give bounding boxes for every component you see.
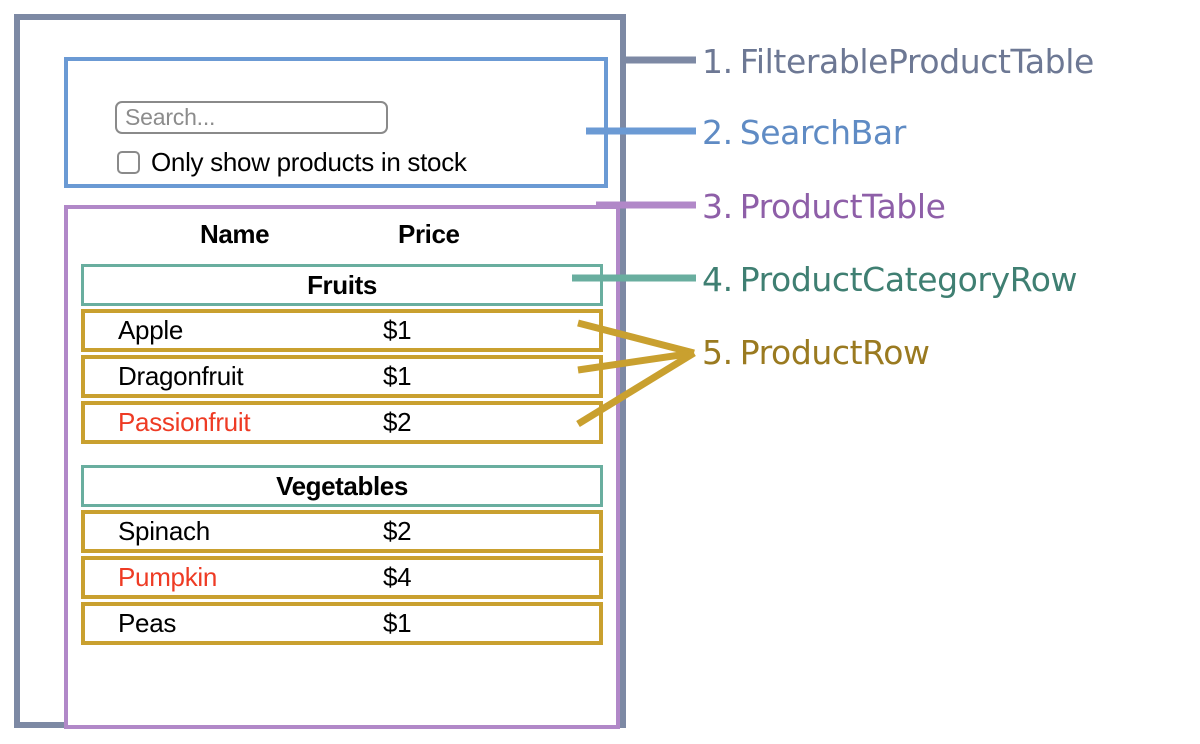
product-name: Passionfruit <box>118 406 251 437</box>
product-category-row: Vegetables <box>81 465 603 507</box>
legend-item-product-table: 3.ProductTable <box>702 187 946 226</box>
product-row: Spinach $2 <box>81 510 603 553</box>
product-name: Spinach <box>118 515 210 546</box>
product-price: $2 <box>383 406 412 437</box>
filterable-product-table-frame: Search... Only show products in stock Na… <box>14 14 626 729</box>
product-price: $4 <box>383 561 412 592</box>
product-name: Pumpkin <box>118 561 218 592</box>
product-price: $1 <box>383 314 412 345</box>
legend-number: 4. <box>702 260 733 299</box>
in-stock-checkbox-label: Only show products in stock <box>151 147 467 177</box>
product-row: Dragonfruit $1 <box>81 355 603 398</box>
legend-number: 2. <box>702 113 733 152</box>
category-gap <box>81 447 603 465</box>
in-stock-filter-row[interactable]: Only show products in stock <box>117 147 467 178</box>
product-price: $1 <box>383 360 412 391</box>
product-category-label: Fruits <box>307 269 377 300</box>
product-table-body: Fruits Apple $1 Dragonfruit $1 Passionfr… <box>81 264 603 648</box>
search-input-placeholder: Search... <box>125 104 216 130</box>
legend-label: SearchBar <box>739 113 907 152</box>
product-price: $2 <box>383 515 412 546</box>
product-table-frame: Name Price Fruits Apple $1 Dragonfruit $… <box>64 205 620 729</box>
search-bar-frame: Search... Only show products in stock <box>64 57 608 188</box>
product-row: Peas $1 <box>81 602 603 645</box>
legend-item-filterable-product-table: 1.FilterableProductTable <box>702 42 1094 81</box>
legend-label: ProductTable <box>739 187 946 226</box>
legend-item-product-category-row: 4.ProductCategoryRow <box>702 260 1078 299</box>
legend-label: ProductRow <box>739 333 930 372</box>
in-stock-checkbox[interactable] <box>117 151 140 174</box>
product-row: Pumpkin $4 <box>81 556 603 599</box>
legend-label: ProductCategoryRow <box>739 260 1078 299</box>
product-category-label: Vegetables <box>276 470 408 501</box>
product-name: Dragonfruit <box>118 360 244 391</box>
column-header-name: Name <box>200 219 270 249</box>
legend-item-product-row: 5.ProductRow <box>702 333 930 372</box>
legend-number: 1. <box>702 42 733 81</box>
product-name: Apple <box>118 314 183 345</box>
legend-number: 5. <box>702 333 733 372</box>
legend-item-search-bar: 2.SearchBar <box>702 113 906 152</box>
product-category-row: Fruits <box>81 264 603 306</box>
legend-number: 3. <box>702 187 733 226</box>
product-row: Passionfruit $2 <box>81 401 603 444</box>
legend-label: FilterableProductTable <box>739 42 1095 81</box>
product-table-header-row: Name Price <box>68 219 616 257</box>
product-price: $1 <box>383 607 412 638</box>
product-name: Peas <box>118 607 177 638</box>
column-header-price: Price <box>398 219 460 249</box>
search-input[interactable]: Search... <box>115 101 388 134</box>
product-row: Apple $1 <box>81 309 603 352</box>
